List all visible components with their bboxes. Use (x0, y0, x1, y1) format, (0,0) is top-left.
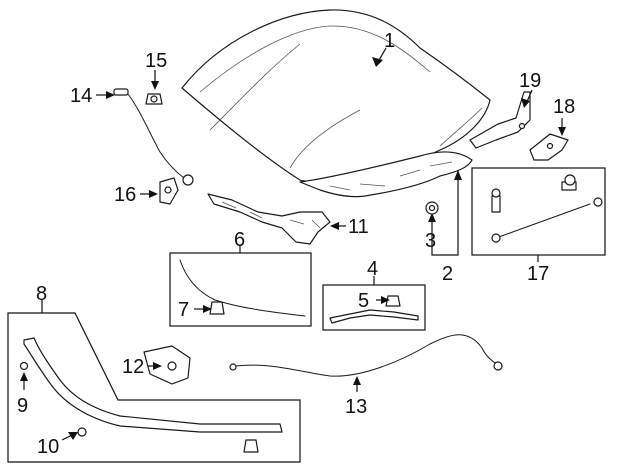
reinforcement-part (207, 193, 331, 245)
seal-6-part (179, 259, 306, 317)
callout-19: 19 (519, 70, 541, 92)
clip-3-part (425, 201, 439, 215)
handle-16-part (159, 177, 179, 205)
callout-8: 8 (36, 283, 47, 305)
callout-13: 13 (345, 396, 367, 418)
callout-14: 14 (70, 85, 92, 107)
callout-6: 6 (234, 229, 245, 251)
box-6 (169, 252, 312, 327)
callout-12: 12 (122, 356, 144, 378)
grommet-15-part (145, 93, 163, 105)
callout-1: 1 (384, 30, 395, 52)
callout-15: 15 (145, 50, 167, 72)
callout-17: 17 (527, 263, 549, 285)
callout-4: 4 (367, 258, 378, 280)
box-4 (322, 284, 426, 331)
callout-18: 18 (553, 96, 575, 118)
callout-3: 3 (425, 230, 436, 252)
callout-16: 16 (114, 184, 136, 206)
hood-part (181, 9, 491, 182)
bumper-seal-8-part (19, 337, 283, 453)
lift-support-17-part (491, 174, 603, 243)
insulator-part (299, 151, 473, 198)
seal-4-part (329, 295, 419, 324)
release-cable-part (113, 88, 194, 186)
callout-9: 9 (17, 395, 28, 417)
hinge-19-part (469, 91, 531, 149)
bracket-18-part (529, 133, 569, 161)
callout-10: 10 (37, 436, 59, 458)
hood-lock-12-part (143, 345, 191, 385)
callout-11: 11 (348, 216, 369, 238)
box-8 (7, 312, 301, 463)
callout-5: 5 (358, 290, 369, 312)
callout-labels: 1 2 3 4 5 6 7 8 9 10 11 12 13 14 15 16 1… (17, 30, 575, 458)
callout-7: 7 (178, 299, 189, 321)
callout-2: 2 (442, 263, 453, 285)
leader-lines (20, 47, 566, 441)
release-cable-13-part (229, 334, 503, 377)
